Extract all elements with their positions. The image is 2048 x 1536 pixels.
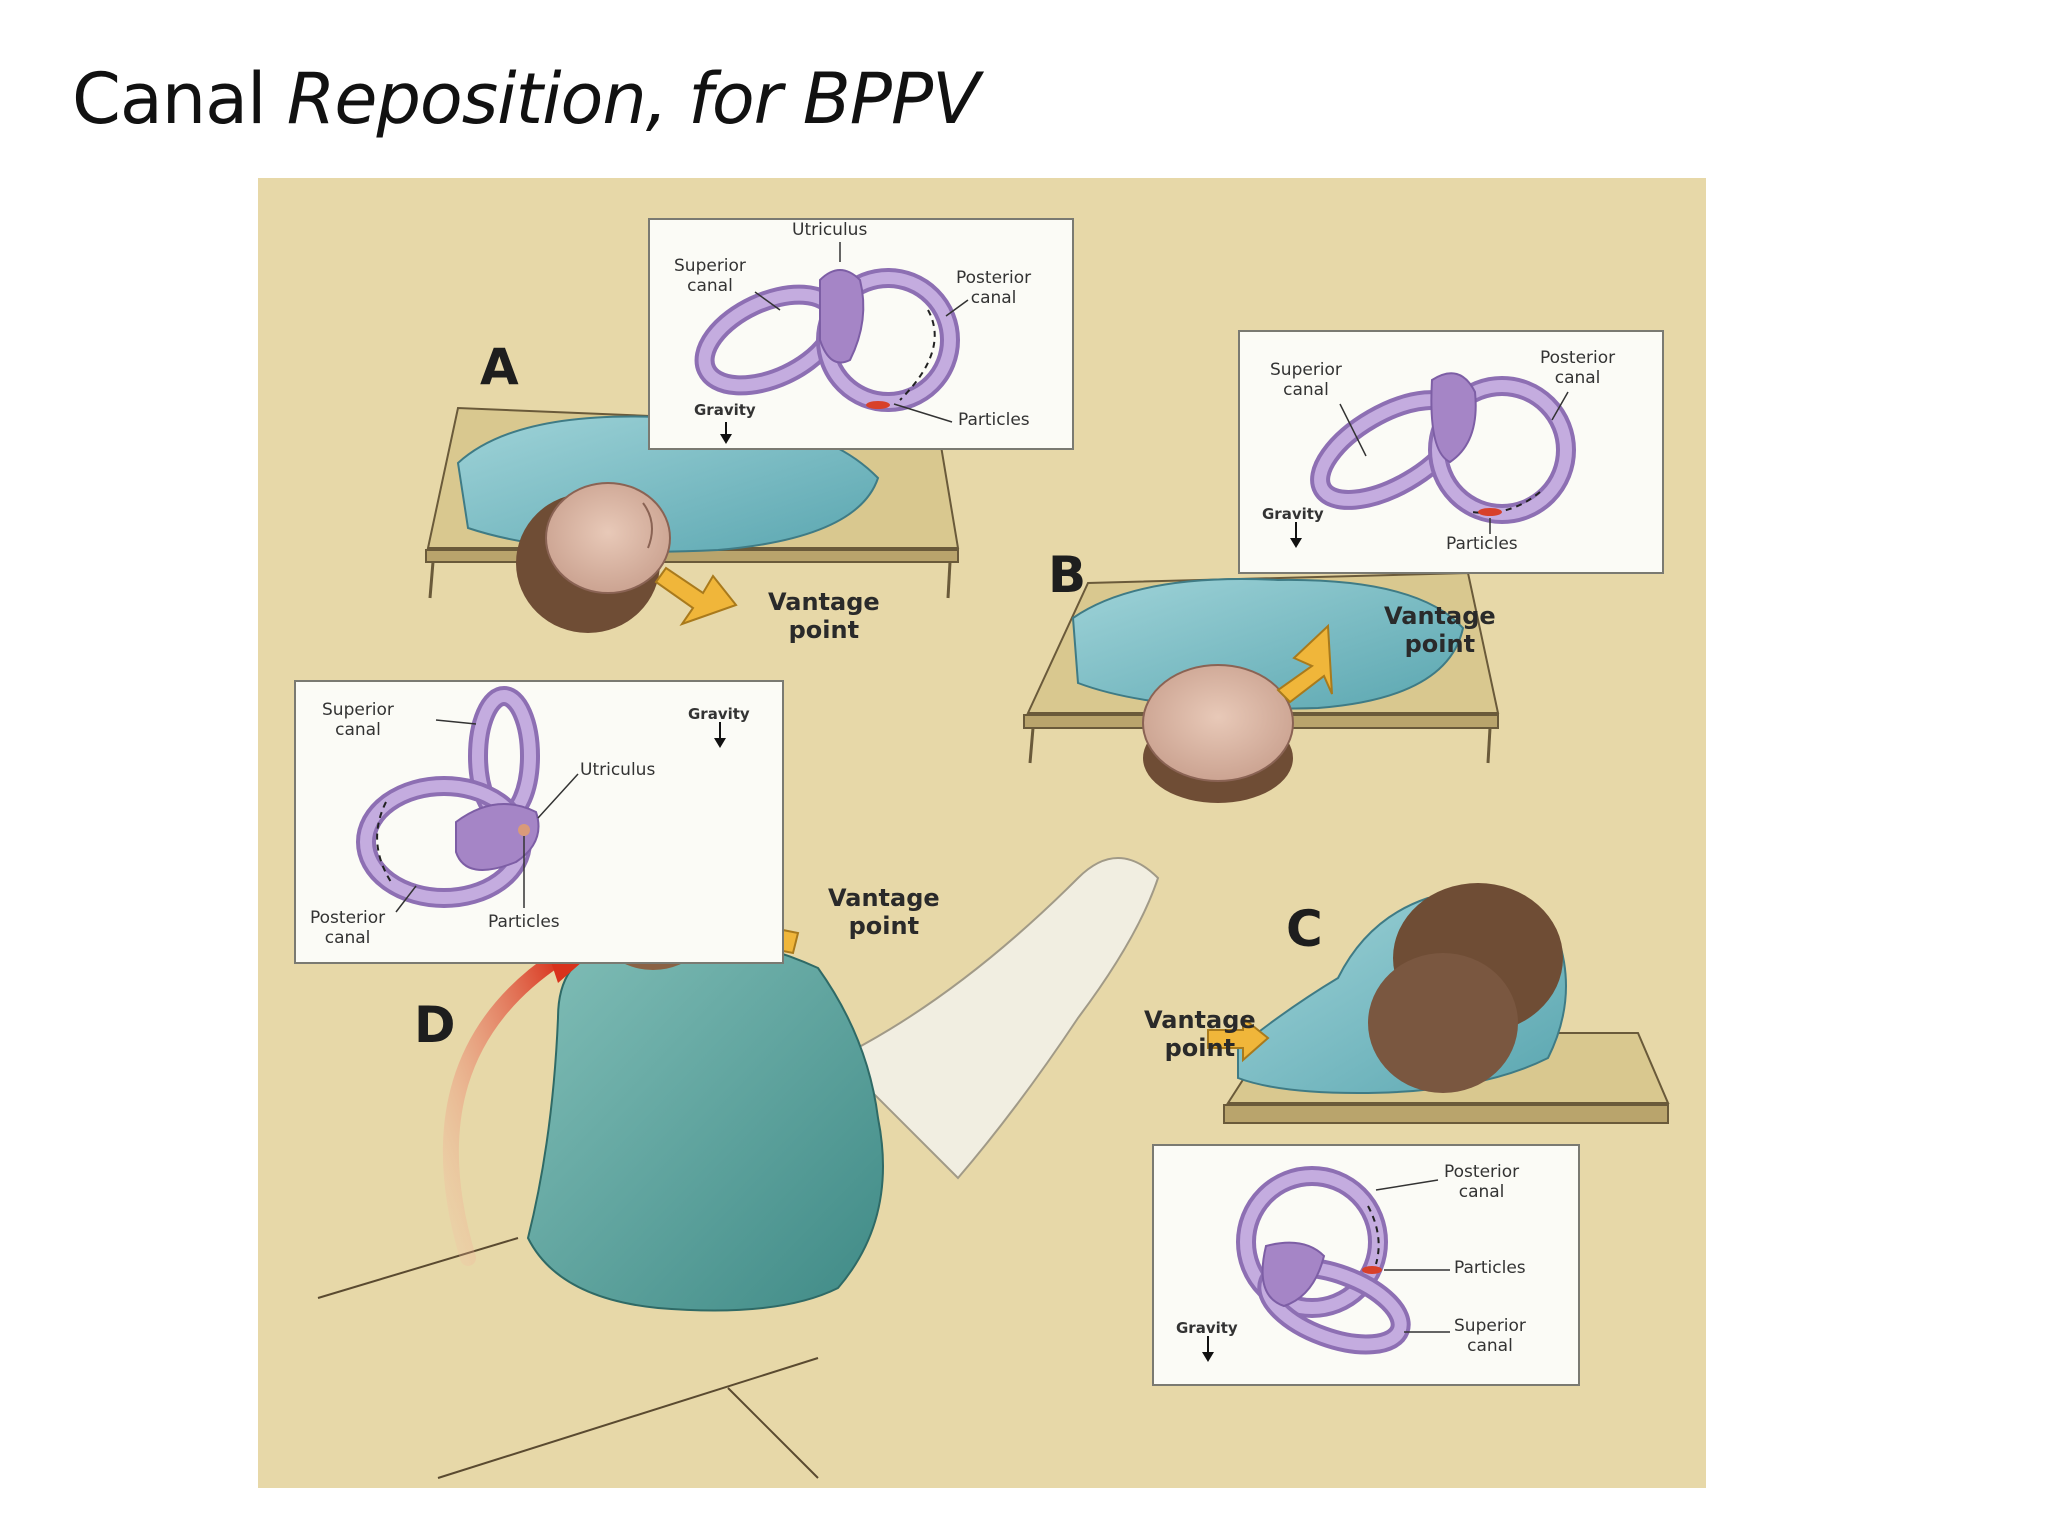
inner-ear-diagram-c [1202, 1166, 1450, 1362]
vantage-b-line2: point [1404, 630, 1476, 658]
illustration-scene [317, 406, 1670, 1479]
title-main: Canal [72, 58, 287, 140]
step-letter-b: B [1048, 546, 1087, 604]
inset-d-gravity: Gravity [688, 705, 750, 723]
inner-ear-diagram-b [1290, 372, 1576, 548]
inset-b-superior-1: Superior [1270, 360, 1342, 380]
scene-b [1023, 571, 1500, 803]
inset-a-superior-2: canal [687, 276, 733, 296]
vantage-a-line1: Vantage [768, 588, 880, 616]
vantage-d-line2: point [848, 912, 920, 940]
inset-b-superior-2: canal [1283, 380, 1329, 400]
step-letter-c: C [1286, 900, 1323, 958]
vantage-a-line2: point [788, 616, 860, 644]
inset-b-posterior-1: Posterior [1540, 348, 1616, 368]
inset-c-posterior-1: Posterior [1444, 1162, 1520, 1182]
inset-d-utriculus: Utriculus [580, 760, 656, 780]
inset-b-gravity: Gravity [1262, 505, 1324, 523]
inset-a-posterior-1: Posterior [956, 268, 1032, 288]
inset-c-gravity: Gravity [1176, 1319, 1238, 1337]
vantage-d-line1: Vantage [828, 884, 940, 912]
step-letter-d: D [414, 996, 456, 1054]
inset-b-posterior-2: canal [1554, 368, 1601, 388]
inset-a-posterior-2: canal [970, 288, 1017, 308]
inset-c-superior-1: Superior [1454, 1316, 1526, 1336]
inset-d-superior-1: Superior [322, 700, 394, 720]
title-italic: Reposition, for BPPV [286, 58, 980, 140]
vantage-c-line1: Vantage [1144, 1006, 1256, 1034]
inset-d-particles: Particles [488, 912, 560, 932]
inset-a-utriculus: Utriculus [792, 220, 868, 240]
inset-c-posterior-2: canal [1458, 1182, 1505, 1202]
inset-a-superior-1: Superior [674, 256, 746, 276]
slide-title: Canal Reposition, for BPPV [72, 58, 980, 140]
inner-ear-diagram-a [694, 242, 969, 444]
inset-d-superior-2: canal [335, 720, 381, 740]
step-letter-a: A [480, 338, 519, 396]
vantage-c-line2: point [1164, 1034, 1236, 1062]
inset-b-particles: Particles [1446, 534, 1518, 554]
inset-a-particles: Particles [958, 410, 1030, 430]
inset-c-particles: Particles [1454, 1258, 1526, 1278]
inset-d-posterior-1: Posterior [310, 908, 386, 928]
scene-c [1223, 883, 1670, 1124]
inner-ear-diagram-d [356, 686, 726, 913]
vantage-b-line1: Vantage [1384, 602, 1496, 630]
inset-c-superior-2: canal [1467, 1336, 1513, 1356]
inset-a-gravity: Gravity [694, 401, 756, 419]
inset-d-posterior-2: canal [324, 928, 371, 948]
